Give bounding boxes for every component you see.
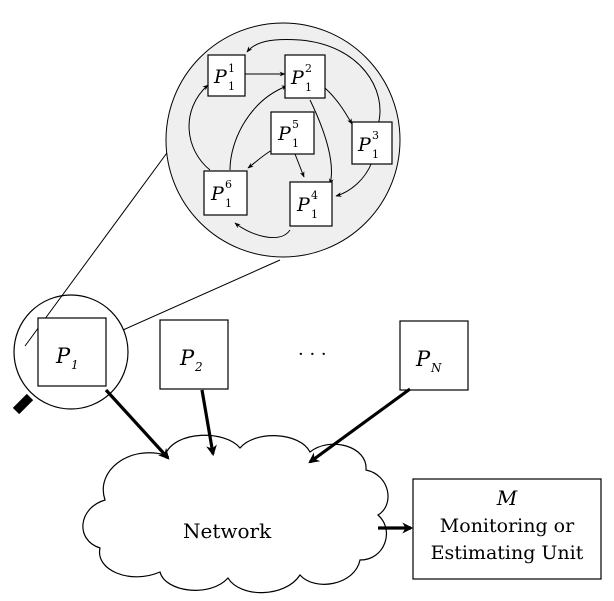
svg-text:1: 1 bbox=[292, 137, 299, 150]
subprocess-p1-4: P 4 1 bbox=[289, 181, 333, 227]
edge-p6-p2 bbox=[229, 85, 288, 171]
subprocess-p1-6: P 6 1 bbox=[203, 170, 248, 216]
svg-text:N: N bbox=[430, 361, 442, 375]
edge-p5-p4 bbox=[294, 153, 305, 178]
subprocess-p1-3: P 3 1 bbox=[351, 121, 393, 165]
edge-p5-p6 bbox=[247, 149, 273, 169]
zoom-line-left bbox=[24, 145, 173, 347]
magnifier bbox=[12, 294, 129, 415]
svg-text:P: P bbox=[296, 194, 311, 216]
svg-text:1: 1 bbox=[228, 80, 235, 93]
svg-text:P: P bbox=[277, 123, 292, 145]
svg-text:3: 3 bbox=[372, 129, 379, 142]
arrow-pn-network bbox=[308, 387, 411, 464]
svg-text:6: 6 bbox=[225, 178, 232, 191]
svg-text:4: 4 bbox=[311, 189, 318, 202]
edge-p2-p4 bbox=[309, 99, 334, 185]
svg-text:1: 1 bbox=[372, 148, 379, 161]
svg-text:5: 5 bbox=[292, 118, 299, 131]
svg-text:1: 1 bbox=[225, 197, 232, 210]
edge-p2-p3 bbox=[324, 87, 353, 125]
svg-text:P: P bbox=[55, 344, 71, 368]
process-p2: P 2 bbox=[159, 319, 229, 390]
internal-edges bbox=[188, 39, 381, 239]
svg-text:M: M bbox=[496, 486, 518, 510]
ellipsis: · · · bbox=[298, 344, 327, 365]
subprocess-p1-1: P 1 1 bbox=[207, 54, 246, 97]
edge-p4-p6 bbox=[234, 222, 291, 239]
svg-text:1: 1 bbox=[305, 81, 312, 94]
subprocess-p1-5: P 5 1 bbox=[270, 111, 315, 155]
process-pn: P N bbox=[399, 320, 469, 391]
svg-text:P: P bbox=[357, 134, 372, 156]
network-cloud bbox=[82, 434, 389, 594]
svg-text:Estimating Unit: Estimating Unit bbox=[431, 542, 584, 564]
magnifier-lens bbox=[13, 294, 129, 410]
svg-text:P: P bbox=[213, 66, 228, 88]
svg-text:1: 1 bbox=[311, 208, 318, 221]
svg-text:1: 1 bbox=[71, 358, 79, 372]
svg-text:1: 1 bbox=[228, 62, 235, 75]
zoom-line-right bbox=[122, 259, 281, 331]
edge-p3-p4 bbox=[335, 161, 373, 197]
edge-p6-p1 bbox=[188, 84, 211, 171]
magnifier-handle bbox=[12, 393, 34, 415]
process-p1: P 1 bbox=[37, 317, 107, 387]
svg-text:P: P bbox=[415, 347, 431, 371]
network-label: Network bbox=[183, 519, 272, 543]
svg-text:P: P bbox=[179, 346, 195, 370]
svg-text:P: P bbox=[290, 67, 305, 89]
arrow-p1-network bbox=[104, 388, 170, 460]
svg-text:P: P bbox=[210, 183, 225, 205]
svg-text:2: 2 bbox=[194, 360, 203, 374]
monitoring-unit: M Monitoring or Estimating Unit bbox=[412, 478, 602, 580]
subprocess-p1-2: P 2 1 bbox=[284, 54, 326, 99]
svg-text:2: 2 bbox=[305, 62, 312, 75]
edge-p3-p1 bbox=[246, 39, 381, 126]
arrow-p2-network bbox=[200, 389, 217, 457]
svg-text:Monitoring or: Monitoring or bbox=[440, 515, 575, 537]
